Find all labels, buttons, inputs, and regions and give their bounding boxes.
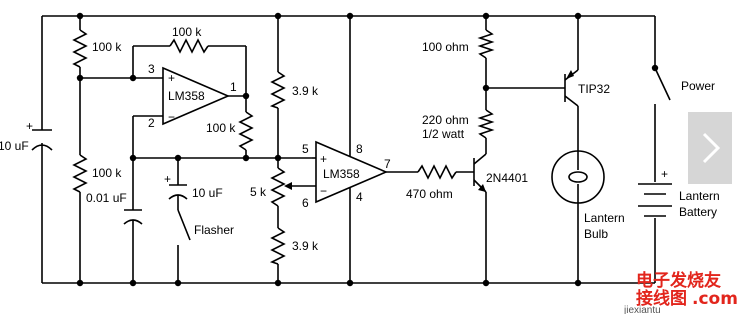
npn-transistor	[473, 153, 487, 283]
r-100ohm-label: 100 ohm	[422, 40, 469, 54]
flasher-switch-label: Flasher	[194, 223, 234, 237]
bulb-label-2: Bulb	[584, 227, 608, 241]
watermark-main: 电子发烧友	[636, 270, 721, 291]
r-out-label: 100 k	[206, 121, 236, 135]
power-label: Power	[681, 79, 715, 93]
chevron-right-icon	[702, 132, 721, 164]
battery-plus: +	[661, 167, 668, 181]
svg-text:+: +	[320, 152, 327, 166]
r-base	[386, 164, 474, 180]
u2-pin4: 4	[356, 190, 363, 204]
c-left-label: 10 uF	[0, 139, 29, 153]
bulb-label-1: Lantern	[584, 211, 625, 225]
opamp1-label: LM358	[168, 89, 205, 103]
capacitor-left	[31, 129, 53, 158]
watermark-domain: .com	[692, 289, 738, 309]
watermark-sub: jiexiantu	[623, 305, 661, 314]
opamp1: + −	[132, 66, 246, 158]
u1-pin2: 2	[148, 116, 155, 130]
c-flasher-plus: +	[164, 172, 171, 186]
watermark-brand: 接线图	[636, 288, 687, 309]
c-timing-label: 0.01 uF	[86, 191, 127, 205]
left-divider-wires	[72, 16, 247, 283]
rails	[41, 15, 655, 284]
svg-text:−: −	[320, 184, 327, 198]
battery-label-1: Lantern	[679, 189, 720, 203]
r-220-label-2: 1/2 watt	[422, 127, 465, 141]
next-slide-button[interactable]	[688, 112, 732, 184]
opamp2-label: LM358	[323, 167, 360, 181]
opamp2: + −	[312, 16, 389, 283]
r-220-label-1: 220 ohm	[422, 113, 469, 127]
r-div-bottom-label: 3.9 k	[292, 239, 319, 253]
timing-node	[123, 157, 312, 283]
svg-text:−: −	[168, 110, 175, 124]
r-bottom-left-label: 100 k	[92, 166, 122, 180]
q-npn-label: 2N4401	[486, 171, 528, 185]
r-div-top-label: 3.9 k	[292, 84, 319, 98]
u1-pin1: 1	[230, 80, 237, 94]
watermark: 电子发烧友 接线图 .com jiexiantu	[596, 270, 746, 314]
u2-pin5: 5	[302, 142, 309, 156]
svg-text:+: +	[168, 71, 175, 85]
battery-label-2: Battery	[679, 205, 717, 219]
u2-pin8: 8	[356, 142, 363, 156]
c-flasher-label: 10 uF	[192, 186, 223, 200]
r-feedback-label: 100 k	[172, 25, 202, 39]
pnp-transistor	[564, 16, 579, 150]
r-out	[238, 96, 254, 158]
collector-chain	[477, 16, 565, 154]
u2-pin7: 7	[384, 157, 391, 171]
q-pnp-label: TIP32	[578, 82, 610, 96]
u1-pin3: 3	[148, 62, 155, 76]
c-left-plus: +	[26, 119, 33, 133]
bulb-icon	[551, 150, 605, 283]
power-battery	[638, 16, 672, 283]
pot-label: 5 k	[250, 185, 267, 199]
r-base-label: 470 ohm	[406, 187, 453, 201]
divider-chain	[269, 16, 316, 283]
junction-dots	[76, 12, 659, 287]
u2-pin6: 6	[302, 196, 309, 210]
r-top-left-label: 100 k	[92, 40, 122, 54]
